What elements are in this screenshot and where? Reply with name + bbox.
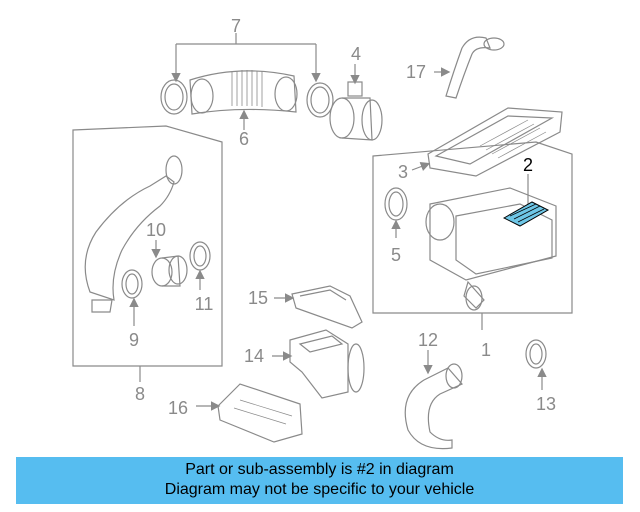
part-4-maf-sensor bbox=[329, 64, 383, 141]
callout-3: 3 bbox=[398, 162, 408, 182]
banner-line-1: Part or sub-assembly is #2 in diagram bbox=[185, 461, 454, 478]
callout-2: 2 bbox=[523, 155, 533, 175]
part-14-housing bbox=[272, 329, 365, 399]
part-17-hose bbox=[434, 36, 505, 99]
info-banner: Part or sub-assembly is #2 in diagram Di… bbox=[16, 457, 623, 504]
part-3-filter-lid bbox=[411, 107, 563, 177]
callout-15: 15 bbox=[248, 288, 268, 308]
part-13-clamp bbox=[525, 339, 547, 390]
callout-13: 13 bbox=[536, 394, 556, 414]
callout-17: 17 bbox=[406, 62, 426, 82]
callout-14: 14 bbox=[244, 346, 264, 366]
callout-5: 5 bbox=[391, 245, 401, 265]
part-5-gasket bbox=[384, 187, 408, 238]
bracket-7 bbox=[171, 33, 321, 83]
part-11-clamp bbox=[189, 241, 211, 290]
callout-6: 6 bbox=[239, 129, 249, 149]
callout-7: 7 bbox=[231, 16, 241, 36]
part-2-highlight bbox=[502, 174, 550, 227]
callout-4: 4 bbox=[351, 44, 361, 64]
part-12-hose bbox=[404, 350, 463, 450]
box-group-1 bbox=[372, 141, 573, 330]
callout-12: 12 bbox=[418, 330, 438, 350]
part-15-cover bbox=[274, 285, 363, 329]
part-16-duct bbox=[196, 383, 303, 443]
banner-line-2: Diagram may not be specific to your vehi… bbox=[164, 481, 475, 498]
intercooler-pipe bbox=[84, 155, 183, 313]
callout-11: 11 bbox=[195, 294, 214, 314]
callout-16: 16 bbox=[168, 398, 188, 418]
part-1-air-box-housing bbox=[425, 187, 557, 311]
callout-1: 1 bbox=[481, 340, 491, 360]
callout-8: 8 bbox=[135, 384, 145, 404]
part-10-coupler bbox=[151, 240, 188, 287]
box-group-8 bbox=[72, 125, 223, 382]
part-9-clamp bbox=[121, 269, 143, 326]
parts-diagram: 7 6 4 17 3 2 5 1 10 11 9 8 15 14 16 12 1… bbox=[72, 16, 573, 450]
part-6-intake-boot bbox=[160, 70, 334, 130]
callout-9: 9 bbox=[129, 330, 139, 350]
callout-10: 10 bbox=[146, 220, 166, 240]
